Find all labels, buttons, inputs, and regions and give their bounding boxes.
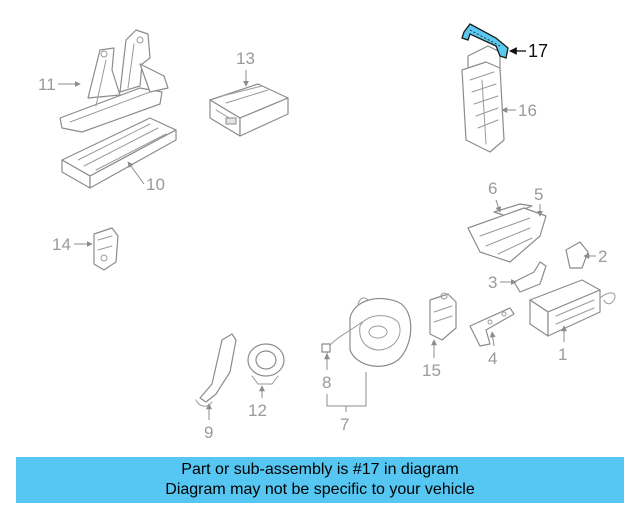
part-2-clip[interactable] bbox=[565, 241, 589, 269]
part-14-sensor[interactable] bbox=[93, 227, 119, 271]
callout-14: 14 bbox=[52, 235, 93, 254]
callout-6: 6 bbox=[488, 179, 502, 213]
callout-7: 7 bbox=[326, 372, 367, 434]
callout-1: 1 bbox=[558, 325, 567, 364]
callout-11: 11 bbox=[38, 75, 81, 94]
banner-line-1: Part or sub-assembly is #17 in diagram bbox=[181, 461, 459, 478]
svg-text:11: 11 bbox=[38, 75, 56, 94]
banner-line-2: Diagram may not be specific to your vehi… bbox=[165, 481, 475, 498]
svg-text:14: 14 bbox=[52, 235, 71, 254]
parts-diagram: 11 13 10 14 17 16 6 5 2 3 15 4 bbox=[38, 23, 616, 442]
callout-5: 5 bbox=[534, 185, 543, 217]
part-11-seat-bracket[interactable] bbox=[59, 29, 169, 133]
callout-8: 8 bbox=[322, 353, 331, 392]
callout-2: 2 bbox=[583, 247, 607, 266]
part-10-long-module[interactable] bbox=[61, 117, 177, 189]
svg-text:9: 9 bbox=[204, 423, 213, 442]
callout-15: 15 bbox=[422, 339, 441, 380]
svg-text:16: 16 bbox=[518, 101, 537, 120]
callout-10: 10 bbox=[127, 161, 165, 194]
callout-4: 4 bbox=[488, 331, 497, 368]
part-16-tall-module[interactable] bbox=[461, 45, 505, 153]
part-15-connector[interactable] bbox=[429, 292, 457, 341]
svg-text:8: 8 bbox=[322, 373, 331, 392]
part-13-control-module[interactable] bbox=[209, 83, 289, 137]
part-7-steering-airbag[interactable] bbox=[349, 297, 412, 367]
svg-text:1: 1 bbox=[558, 345, 567, 364]
part-5-panel[interactable] bbox=[467, 207, 547, 263]
callout-16: 16 bbox=[501, 101, 537, 120]
info-banner: Part or sub-assembly is #17 in diagram D… bbox=[16, 457, 624, 503]
part-4-bracket[interactable] bbox=[469, 307, 515, 347]
part-17-cover-highlighted[interactable] bbox=[461, 23, 509, 59]
svg-text:13: 13 bbox=[236, 49, 255, 68]
svg-text:6: 6 bbox=[488, 179, 497, 198]
part-12-clock-spring[interactable] bbox=[247, 343, 285, 385]
part-6-strip[interactable] bbox=[493, 203, 533, 217]
part-3-bracket[interactable] bbox=[513, 261, 547, 293]
part-1-module[interactable] bbox=[529, 279, 616, 337]
svg-text:3: 3 bbox=[488, 273, 497, 292]
svg-text:12: 12 bbox=[248, 401, 267, 420]
callout-13: 13 bbox=[236, 49, 255, 87]
svg-text:10: 10 bbox=[146, 175, 165, 194]
svg-text:5: 5 bbox=[534, 185, 543, 204]
svg-text:17: 17 bbox=[528, 41, 548, 61]
svg-text:15: 15 bbox=[422, 361, 441, 380]
callout-9: 9 bbox=[204, 403, 213, 442]
part-9-trim-strip[interactable] bbox=[195, 333, 237, 407]
callout-3: 3 bbox=[488, 273, 517, 292]
callout-12: 12 bbox=[248, 385, 267, 420]
svg-text:4: 4 bbox=[488, 349, 497, 368]
svg-text:7: 7 bbox=[340, 415, 349, 434]
callout-17: 17 bbox=[509, 41, 548, 61]
svg-text:2: 2 bbox=[598, 247, 607, 266]
